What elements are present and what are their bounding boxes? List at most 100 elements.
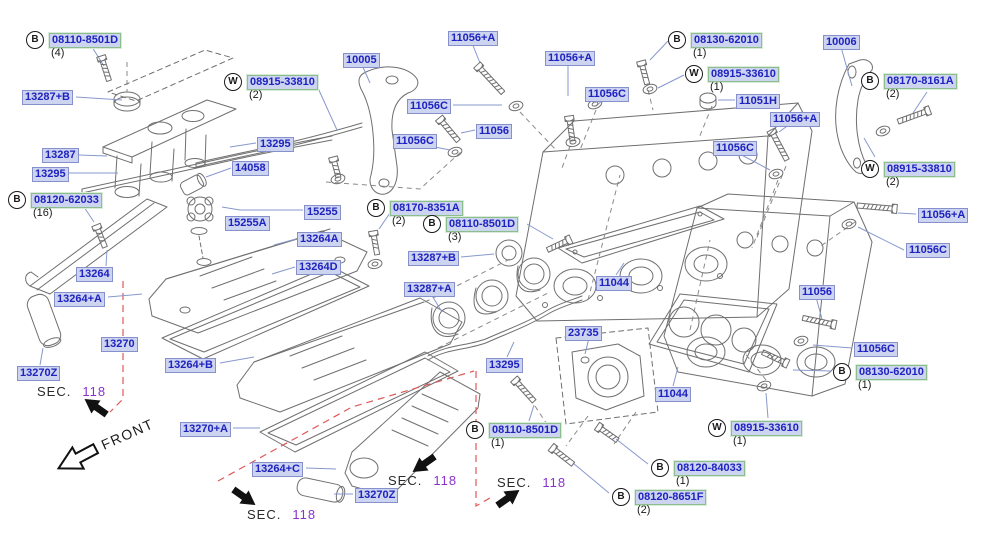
part-number-label[interactable]: 11056 bbox=[476, 124, 512, 139]
bolt-art bbox=[545, 234, 574, 253]
part-number-label[interactable]: 11056+A bbox=[448, 31, 499, 46]
sec-text: SEC. bbox=[497, 475, 532, 490]
part-number-label[interactable]: 08110-8501D bbox=[446, 217, 519, 232]
bolt-art bbox=[766, 127, 790, 162]
quantity-note: (3) bbox=[448, 231, 462, 243]
part-number-label[interactable]: 08110-8501D bbox=[489, 423, 562, 438]
bolt-badge-icon: B bbox=[423, 215, 441, 233]
sec-number: 118 bbox=[542, 475, 567, 490]
washer-badge-icon: W bbox=[708, 419, 726, 437]
bolt-art bbox=[368, 229, 381, 256]
quantity-note: (1) bbox=[733, 435, 747, 447]
part-number-label[interactable]: 15255 bbox=[304, 205, 341, 220]
ghost-outline bbox=[107, 49, 234, 102]
part-number-label[interactable]: 23735 bbox=[565, 326, 602, 341]
quantity-note: (4) bbox=[51, 47, 65, 59]
part-number-label[interactable]: 13264 bbox=[76, 267, 113, 282]
quantity-note: (1) bbox=[693, 47, 707, 59]
section-reference: SEC. 118 bbox=[497, 476, 566, 490]
sec-text: SEC. bbox=[388, 473, 423, 488]
part-number-label[interactable]: 11056C bbox=[854, 342, 898, 357]
bolt-art bbox=[547, 442, 576, 467]
part-number-label[interactable]: 11056+A bbox=[545, 51, 596, 66]
part-number-label[interactable]: 08915-33610 bbox=[731, 421, 802, 436]
part-number-label[interactable]: 11056+A bbox=[918, 208, 969, 223]
part-number-label[interactable]: 10006 bbox=[823, 35, 860, 50]
part-number-label[interactable]: 13295 bbox=[257, 137, 294, 152]
part-number-label[interactable]: 15255A bbox=[225, 216, 270, 231]
washer-art bbox=[841, 218, 857, 230]
leader-lines bbox=[39, 40, 928, 495]
part-number-label[interactable]: 13287 bbox=[42, 148, 79, 163]
bolt-badge-icon: B bbox=[861, 72, 879, 90]
part-number-label[interactable]: 13264+C bbox=[252, 462, 303, 477]
part-number-label[interactable]: 11044 bbox=[596, 276, 632, 291]
part-number-label[interactable]: 11044 bbox=[655, 387, 691, 402]
part-number-label[interactable]: 08915-33610 bbox=[708, 67, 779, 82]
section-reference: SEC.118 bbox=[247, 508, 316, 522]
part-number-label[interactable]: 11056C bbox=[906, 243, 950, 258]
sec-arrows bbox=[84, 398, 520, 509]
washer-art bbox=[565, 136, 581, 148]
sec-number: 118 bbox=[292, 507, 317, 522]
part-number-label[interactable]: 13270Z bbox=[17, 366, 61, 381]
part-number-label[interactable]: 08170-8351A bbox=[390, 201, 463, 216]
bolt-art bbox=[593, 421, 620, 443]
bolt-art bbox=[761, 349, 791, 369]
quantity-note: (1) bbox=[858, 379, 872, 391]
part-number-label[interactable]: 13295 bbox=[486, 358, 523, 373]
part-number-label[interactable]: 13264+A bbox=[54, 292, 105, 307]
part-number-label[interactable]: 13270Z bbox=[355, 488, 399, 503]
section-reference: SEC.118 bbox=[37, 385, 106, 399]
washer-art bbox=[447, 146, 463, 158]
part-number-label[interactable]: 13287+A bbox=[404, 282, 455, 297]
part-number-label[interactable]: 10005 bbox=[343, 53, 380, 68]
bolt-badge-icon: B bbox=[651, 459, 669, 477]
bolt-art bbox=[636, 59, 651, 86]
part-number-label[interactable]: 13264A bbox=[297, 232, 342, 247]
part-number-label[interactable]: 11056C bbox=[585, 87, 629, 102]
quantity-note: (1) bbox=[676, 475, 690, 487]
part-number-label[interactable]: 13287+B bbox=[22, 90, 73, 105]
part-number-label[interactable]: 13295 bbox=[32, 167, 69, 182]
part-number-label[interactable]: 08110-8501D bbox=[49, 33, 122, 48]
part-number-label[interactable]: 13264+B bbox=[165, 358, 216, 373]
part-number-label[interactable]: 08915-33810 bbox=[884, 162, 955, 177]
part-number-label[interactable]: 08915-33810 bbox=[247, 75, 318, 90]
sec-text: SEC. bbox=[37, 384, 72, 399]
part-number-label[interactable]: 13270+A bbox=[180, 422, 231, 437]
part-number-label[interactable]: 13270 bbox=[101, 337, 138, 352]
quantity-note: (16) bbox=[33, 207, 53, 219]
part-number-label[interactable]: 11056C bbox=[407, 99, 451, 114]
sec-number: 118 bbox=[433, 473, 458, 488]
part-number-label[interactable]: 08120-8651F bbox=[635, 490, 707, 505]
bolt-badge-icon: B bbox=[612, 488, 630, 506]
quantity-note: (2) bbox=[392, 215, 406, 227]
sec-arrow-icon bbox=[495, 489, 520, 509]
part-number-label[interactable]: 08120-84033 bbox=[674, 461, 745, 476]
bolt-badge-icon: B bbox=[367, 199, 385, 217]
bolt-art bbox=[435, 114, 461, 144]
section-cut-lines bbox=[109, 281, 491, 508]
sec-arrow-icon bbox=[231, 486, 256, 506]
bolt-badge-icon: B bbox=[833, 363, 851, 381]
part-number-label[interactable]: 11056 bbox=[799, 285, 835, 300]
bolt-art bbox=[896, 105, 933, 125]
part-number-label[interactable]: 11056C bbox=[713, 141, 757, 156]
part-number-label[interactable]: 08120-62033 bbox=[31, 193, 102, 208]
part-number-label[interactable]: 08130-62010 bbox=[856, 365, 927, 380]
part-number-label[interactable]: 11051H bbox=[736, 94, 780, 109]
part-number-label[interactable]: 14058 bbox=[232, 161, 269, 176]
part-number-label[interactable]: 11056+A bbox=[770, 112, 821, 127]
quantity-note: (2) bbox=[637, 504, 651, 516]
part-number-label[interactable]: 13264D bbox=[296, 260, 341, 275]
bolt-art bbox=[473, 61, 506, 95]
part-number-label[interactable]: 13287+B bbox=[408, 251, 459, 266]
bolt-badge-icon: B bbox=[668, 31, 686, 49]
part-number-label[interactable]: 08130-62010 bbox=[691, 33, 762, 48]
washer-art bbox=[330, 173, 346, 185]
part-number-label[interactable]: 11056C bbox=[393, 134, 437, 149]
part-number-label[interactable]: 08170-8161A bbox=[884, 74, 957, 89]
